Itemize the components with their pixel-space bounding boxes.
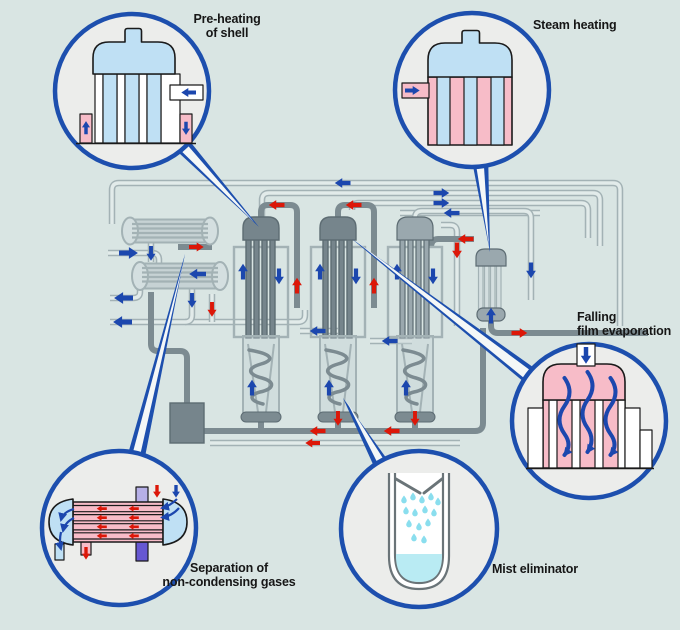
flow-arrow (113, 316, 132, 328)
callout-label-steam-heating: Steam heating (533, 18, 617, 32)
condenser-vessel (475, 248, 507, 322)
callout-pointer-falling-film (352, 239, 547, 392)
inset-separation-gases (39, 448, 199, 608)
callout-pointers (124, 129, 547, 482)
flow-arrow (526, 262, 536, 279)
flow-arrow (433, 188, 450, 198)
evaporator-dome (396, 216, 434, 241)
inset-steam-heating (392, 10, 552, 170)
flow-arrow (369, 277, 379, 294)
flow-arrow (383, 426, 400, 436)
gas-flow-curve (58, 507, 75, 522)
vapor-separator-1 (240, 335, 282, 423)
callout-pointer-pre-heating (166, 129, 259, 227)
flow-arrow (189, 242, 204, 252)
callout-pointer-separation (124, 254, 185, 472)
gas-flow-curve (60, 516, 75, 533)
evaporator-dome (242, 216, 280, 241)
preheater-2 (131, 261, 229, 291)
evaporator-dome (319, 216, 357, 241)
pump-box (169, 402, 205, 444)
vapor-separator-3 (394, 335, 436, 423)
flow-arrow (114, 292, 133, 304)
flow-arrow (309, 426, 326, 436)
vent-pipe-bottom (135, 541, 149, 562)
evaporator-effect-1 (232, 216, 290, 339)
vent-stub-top (135, 486, 149, 504)
gas-flow-curve (160, 498, 178, 511)
flow-arrow (511, 328, 528, 338)
shell-dome (92, 27, 176, 75)
main-flow-diagram (108, 178, 648, 448)
shell-dome (427, 29, 513, 78)
falling-film-flow (580, 370, 596, 454)
preheater-1 (121, 216, 219, 246)
callout-label-mist-eliminator: Mist eliminator (492, 562, 578, 576)
vapor-separator-2 (317, 335, 359, 423)
deflector-vanes (394, 477, 444, 495)
flow-arrow (452, 242, 462, 259)
falling-film-flow (603, 376, 619, 457)
condenser-dome (475, 248, 507, 267)
inset-falling-film-evaporation (509, 341, 669, 501)
falling-film-flow (557, 376, 573, 457)
callout-pointer-steam-heating (470, 149, 490, 252)
film-dome (542, 363, 626, 401)
inset-pre-heating-of-shell (52, 11, 212, 171)
flow-arrow (334, 178, 351, 188)
liquid-pool (396, 554, 442, 582)
inset-mist-eliminator (338, 448, 500, 610)
gas-flow-curve (54, 531, 64, 551)
flow-arrow (119, 247, 138, 259)
flow-arrow (292, 277, 302, 294)
left-cap (48, 498, 74, 546)
gas-flow-curve (160, 507, 180, 521)
evaporator-effect-2 (309, 216, 367, 339)
flow-arrow (268, 200, 285, 210)
flow-arrow (433, 198, 450, 208)
